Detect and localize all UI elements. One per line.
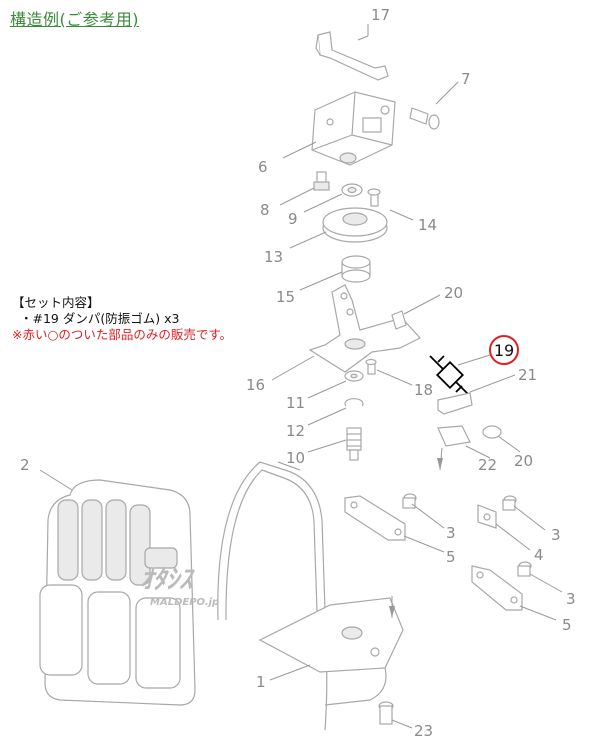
callout-10: 10 [286, 449, 305, 467]
part-3-bolt-b [502, 495, 517, 511]
sales-note: ※赤い○のついた部品のみの販売です。 [12, 327, 233, 342]
highlight-callout-19: 19 [489, 335, 519, 365]
page-title: 構造例(ご参考用) [10, 10, 139, 29]
callout-7: 7 [461, 70, 471, 88]
part-21-bracket [437, 392, 473, 415]
callout-20-lower: 20 [514, 452, 533, 470]
leader-lines [39, 24, 563, 729]
part-16-bracket [308, 284, 421, 373]
part-5-bracket-upper [344, 495, 406, 541]
callout-13: 13 [264, 248, 283, 266]
callout-8: 8 [260, 201, 270, 219]
part-13-bearing-housing [322, 207, 388, 243]
callout-17: 17 [371, 6, 390, 24]
part-5-bracket-lower [471, 565, 523, 611]
callout-5-a: 5 [446, 548, 456, 566]
set-contents: 【セット内容】 ・#19 ダンパ(防振ゴム) x3 ※赤い○のついた部品のみの販… [12, 295, 232, 343]
callout-19: 19 [494, 341, 514, 360]
callout-2: 2 [20, 456, 30, 474]
part-8-bolt [313, 171, 330, 191]
watermark-main: ｵﾀｼｽ [140, 565, 195, 595]
callout-15: 15 [276, 288, 295, 306]
callout-20-upper: 20 [444, 284, 463, 302]
part-1-frame [217, 461, 404, 731]
callout-numbers: 17 7 6 8 9 14 13 15 20 16 11 18 12 10 21… [20, 6, 576, 740]
part-22-bracket [437, 425, 471, 471]
callout-18: 18 [414, 381, 433, 399]
part-9-collar [341, 183, 363, 197]
callout-9: 9 [288, 210, 298, 228]
callout-3-a: 3 [446, 524, 456, 542]
part-11-washer [344, 370, 364, 382]
set-contents-item: ・#19 ダンパ(防振ゴム) x3 [20, 311, 180, 326]
callout-5-b: 5 [562, 616, 572, 634]
part-20-washer-lower [482, 425, 502, 439]
callout-1: 1 [256, 673, 266, 691]
part-3-bolt-a [402, 493, 417, 509]
part-20-clip-upper [391, 310, 407, 330]
watermark-sub: MALDEPO.jp [150, 597, 219, 608]
part-2-back-pad [39, 479, 196, 706]
callout-14: 14 [418, 216, 437, 234]
part-6-mount-plate [311, 91, 396, 166]
callout-6: 6 [258, 158, 268, 176]
part-23-bolt [378, 701, 394, 725]
part-3-bolt-c [517, 561, 532, 577]
part-18-bolt [365, 358, 377, 375]
callout-3-b: 3 [551, 526, 561, 544]
part-15-bearing [341, 255, 371, 283]
set-contents-heading: 【セット内容】 [12, 295, 100, 310]
callout-21: 21 [518, 366, 537, 384]
part-7-bolt [409, 107, 440, 130]
callout-3-c: 3 [566, 590, 576, 608]
part-17-hook-bracket [315, 31, 389, 81]
callout-12: 12 [286, 422, 305, 440]
callout-16: 16 [246, 376, 265, 394]
callout-23: 23 [414, 722, 433, 740]
callout-11: 11 [286, 394, 305, 412]
part-12-snap-ring [344, 398, 364, 407]
callout-22: 22 [478, 456, 497, 474]
part-14-screw [367, 188, 381, 207]
part-19-damper [429, 355, 471, 397]
part-5-bracket-right [477, 504, 497, 529]
callout-4: 4 [534, 546, 544, 564]
part-10-threaded-bolt [346, 427, 362, 461]
